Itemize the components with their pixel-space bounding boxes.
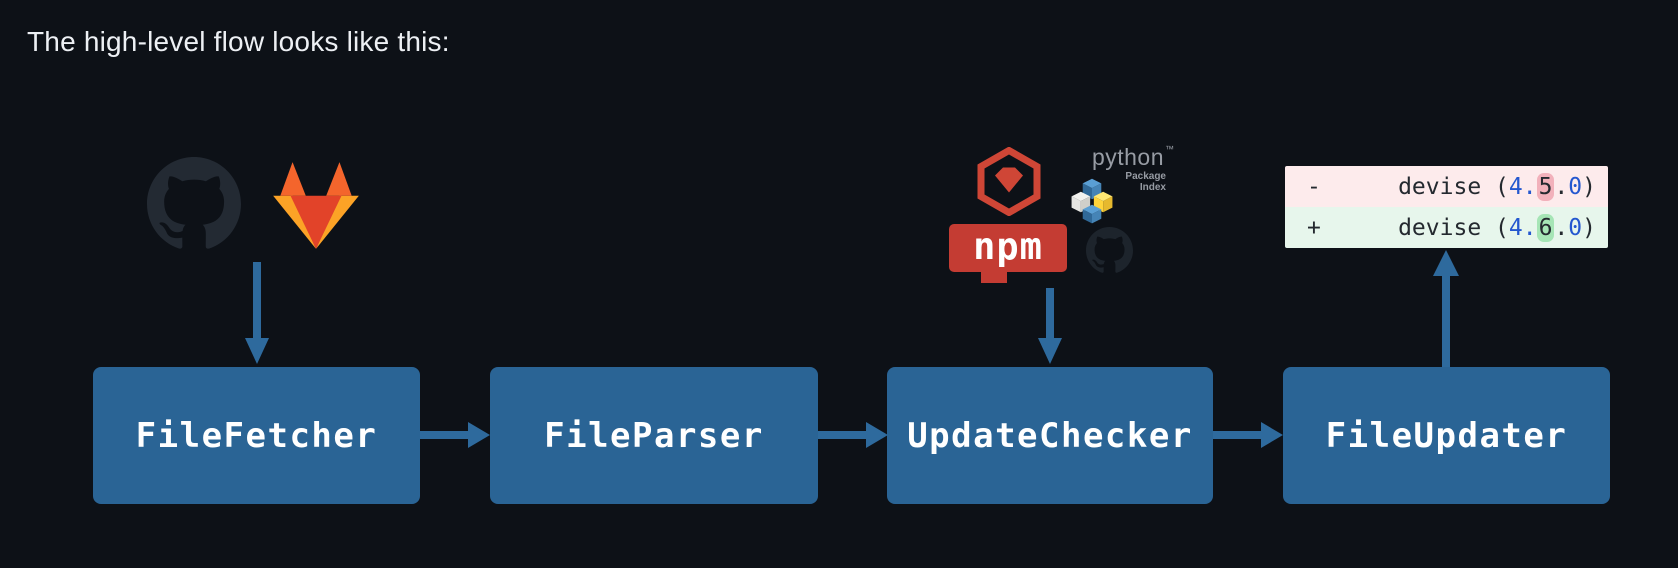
version-changed-digit: 6 — [1536, 213, 1555, 242]
arrow-shaft — [1213, 431, 1261, 439]
trademark-symbol: ™ — [1165, 144, 1174, 154]
arrow-sources-to-filefetcher — [245, 262, 269, 364]
pypi-title: python — [1091, 144, 1164, 170]
pypi-subtitle-line2: Index — [1139, 182, 1166, 193]
diff-added-line: + devise (4.6.0) — [1285, 207, 1608, 248]
node-fileparser: FileParser — [490, 367, 818, 504]
package-name: devise ( — [1398, 173, 1509, 200]
close-paren: ) — [1582, 173, 1596, 200]
version-changed-digit: 5 — [1536, 172, 1555, 201]
arrow-head-right-icon — [1261, 422, 1283, 448]
version-dot: . — [1554, 214, 1569, 241]
github-icon-faded — [1086, 227, 1133, 274]
version-patch: 0 — [1568, 214, 1583, 241]
node-filefetcher: FileFetcher — [93, 367, 420, 504]
node-label: FileParser — [544, 415, 764, 456]
arrow-shaft — [1442, 276, 1450, 367]
pypi-subtitle-line1: Package — [1125, 171, 1166, 182]
github-icon — [147, 157, 241, 251]
arrow-filefetcher-to-fileparser — [420, 422, 490, 448]
diff-minus-sign: - — [1307, 173, 1321, 200]
node-fileupdater: FileUpdater — [1283, 367, 1610, 504]
version-major: 4. — [1508, 214, 1537, 241]
page-title: The high-level flow looks like this: — [27, 26, 450, 57]
arrow-fileupdater-to-diff — [1433, 250, 1459, 367]
arrow-head-down-icon — [1038, 338, 1062, 364]
arrow-shaft — [818, 431, 866, 439]
arrow-registries-to-updatechecker — [1038, 288, 1062, 364]
pypi-logo: python ™ Package Index — [1062, 144, 1174, 228]
package-name: devise ( — [1398, 214, 1509, 241]
arrow-updatechecker-to-fileupdater — [1213, 422, 1283, 448]
arrow-shaft — [420, 431, 468, 439]
version-patch: 0 — [1568, 173, 1583, 200]
diff-snippet: - devise (4.5.0) + devise (4.6.0) — [1285, 166, 1608, 248]
gitlab-icon — [265, 155, 367, 257]
diff-code: devise (4.5.0) — [1398, 172, 1608, 201]
arrow-head-right-icon — [468, 422, 490, 448]
diff-plus-sign: + — [1307, 214, 1321, 241]
close-paren: ) — [1582, 214, 1596, 241]
npm-logo: npm — [949, 224, 1067, 283]
node-label: FileUpdater — [1325, 415, 1568, 456]
diff-code: devise (4.6.0) — [1398, 213, 1608, 242]
arrow-shaft — [253, 262, 261, 338]
npm-tab — [981, 270, 1007, 283]
node-label: UpdateChecker — [907, 415, 1193, 456]
rubygems-icon — [977, 146, 1041, 217]
pypi-subtitle: Package Index — [1125, 171, 1166, 193]
arrow-shaft — [1046, 288, 1054, 338]
arrow-head-down-icon — [245, 338, 269, 364]
node-updatechecker: UpdateChecker — [887, 367, 1213, 504]
arrow-head-right-icon — [866, 422, 888, 448]
npm-label: npm — [973, 225, 1043, 268]
diff-removed-line: - devise (4.5.0) — [1285, 166, 1608, 207]
python-blocks-icon — [1071, 178, 1113, 224]
arrow-head-up-icon — [1433, 250, 1459, 276]
version-dot: . — [1554, 173, 1569, 200]
arrow-fileparser-to-updatechecker — [818, 422, 888, 448]
node-label: FileFetcher — [135, 415, 378, 456]
version-major: 4. — [1508, 173, 1537, 200]
